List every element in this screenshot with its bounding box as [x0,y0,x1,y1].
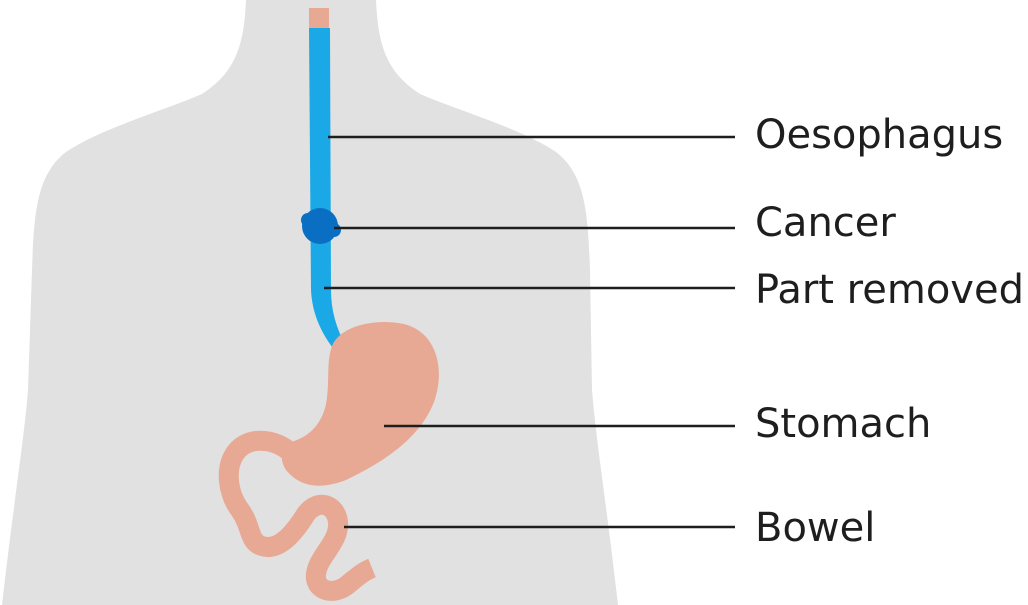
cancer-label: Cancer [755,199,896,247]
cancer-tumour-bump [327,223,341,237]
oesophagus-top-stub [309,8,329,30]
oesophagus-label: Oesophagus [755,111,1003,159]
bowel-label: Bowel [755,504,875,552]
cancer-tumour-bump [301,213,315,227]
part-removed-label: Part removed [755,266,1024,314]
stomach-label: Stomach [755,400,931,448]
